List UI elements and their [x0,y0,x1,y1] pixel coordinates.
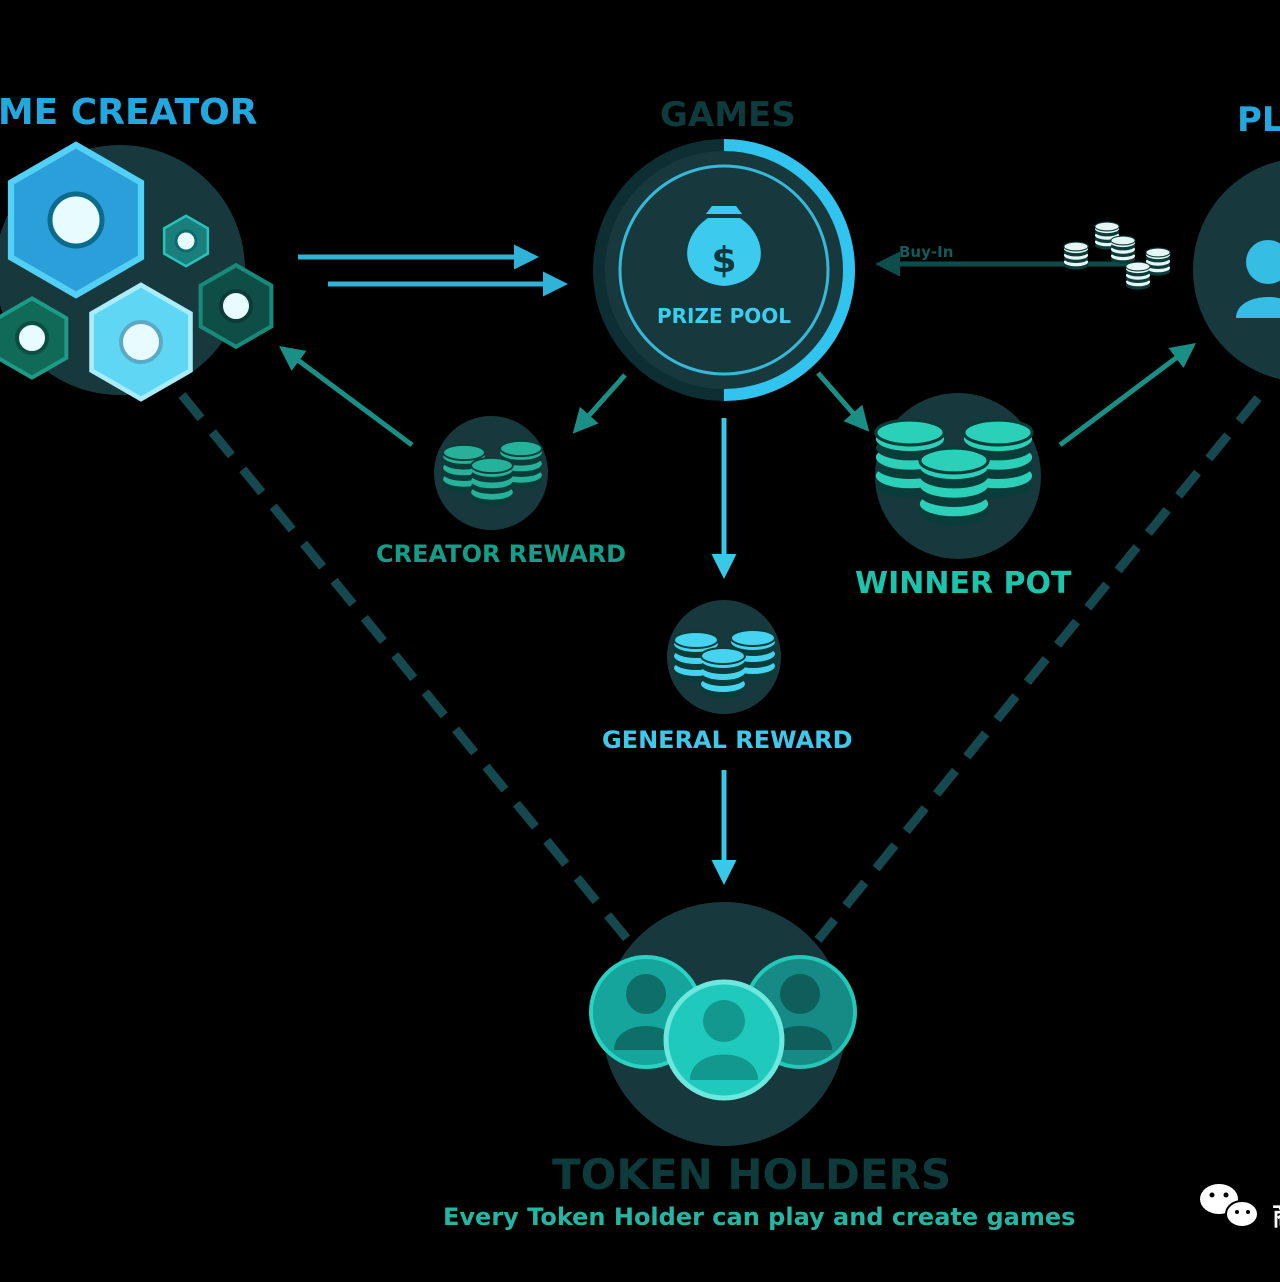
general-reward-node [667,600,781,714]
prize-pool-label: PRIZE POOL [657,304,791,328]
hexagon-cluster-icon [0,145,271,399]
games-to-winner-pot-arrow [816,371,870,432]
player-token-dashed-line [814,395,1262,943]
games-to-creator-reward-arrow [572,373,627,434]
creator-reward-label: CREATOR REWARD [376,540,627,568]
creator-token-dashed-line [178,392,632,943]
creator-reward-node [434,416,548,530]
game-creator-title: AME CREATOR [0,92,258,133]
winner-pot-label: WINNER POT [855,566,1072,601]
user-icon [663,979,785,1101]
winner-pot-node [874,393,1041,559]
dollar-sign: $ [711,240,736,281]
token-holders-title: TOKEN HOLDERS [552,1150,952,1199]
money-bag-icon: $ [687,206,761,286]
watermark-text: 商 [1272,1196,1280,1233]
games-title: GAMES [660,95,796,135]
prize-pool-node: $ PRIZE POOL [593,139,855,401]
coin-stack-icon [1063,221,1171,291]
player-title: PL [1237,100,1280,140]
player-node [1193,160,1280,380]
buy-in-label: Buy-In [899,243,953,261]
general-reward-label: GENERAL REWARD [602,726,853,754]
user-icon [1236,240,1280,318]
game-creator-node [0,145,271,399]
winner-pot-to-player-arrow [1058,343,1196,447]
creator-reward-to-creator-arrow [278,346,414,448]
wechat-icon [1200,1184,1259,1228]
token-holders-node [589,902,857,1146]
token-holders-subtitle: Every Token Holder can play and create g… [443,1203,1076,1231]
